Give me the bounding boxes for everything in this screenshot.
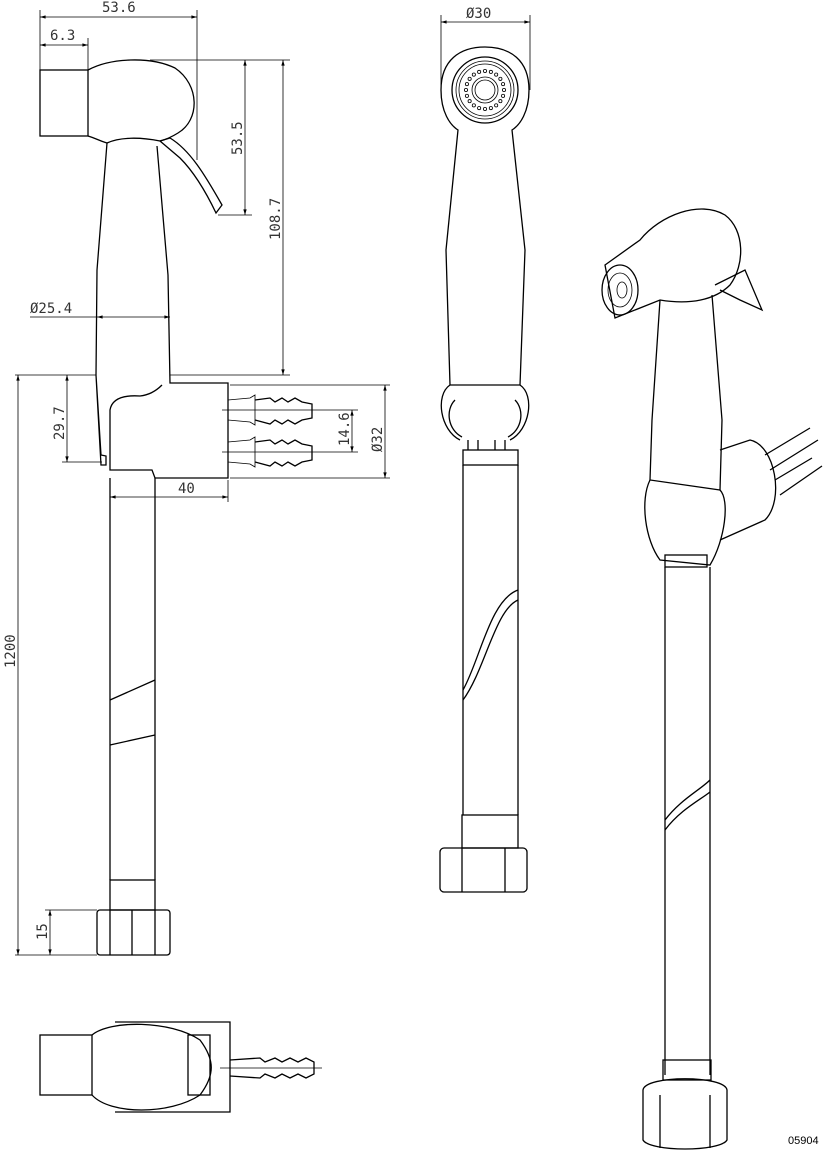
dim-handle-height: 108.7 [268, 198, 284, 240]
dim-overall-width: 53.6 [102, 0, 136, 16]
spray-hole [494, 72, 499, 77]
spray-holes [463, 69, 506, 112]
dim-bracket-diameter: Ø32 [370, 427, 386, 452]
spray-hole [477, 106, 482, 111]
spray-hole [464, 82, 469, 87]
spray-hole [467, 99, 472, 104]
spray-hole [501, 82, 506, 87]
dim-nozzle-length: 6.3 [50, 28, 75, 44]
spray-hole [467, 76, 472, 81]
dim-inlet-spacing: 14.6 [337, 412, 353, 446]
spray-hole [501, 88, 506, 93]
spray-hole [464, 93, 469, 98]
spray-hole [477, 69, 482, 74]
front-view: Ø30 [439, 6, 531, 893]
spray-hole [498, 99, 503, 104]
dim-hose-length: 1200 [3, 634, 19, 668]
dim-trigger-height: 53.5 [230, 121, 246, 155]
spray-hole [471, 72, 476, 77]
spray-hole [494, 103, 499, 108]
top-view [39, 1021, 322, 1113]
dim-handle-diameter: Ø25.4 [30, 301, 72, 317]
spray-hole [463, 88, 468, 93]
perspective-view: 05904 [601, 208, 823, 1150]
spray-hole [488, 106, 493, 111]
spray-hole [488, 69, 493, 74]
drawing-code: 05904 [788, 1135, 819, 1147]
dim-nut-height: 15 [35, 923, 51, 940]
hose-barbs [227, 394, 313, 468]
dim-head-diameter: Ø30 [466, 6, 491, 22]
spray-hole [501, 93, 506, 98]
side-view: 53.6 6.3 53.5 108.7 Ø25.4 29.7 1200 15 4… [3, 0, 390, 956]
spray-hole [482, 107, 487, 112]
spray-hole [498, 76, 503, 81]
spray-hole [471, 103, 476, 108]
spray-hole [482, 69, 487, 74]
dim-bracket-height: 29.7 [52, 406, 68, 440]
dim-bracket-width: 40 [178, 481, 195, 497]
